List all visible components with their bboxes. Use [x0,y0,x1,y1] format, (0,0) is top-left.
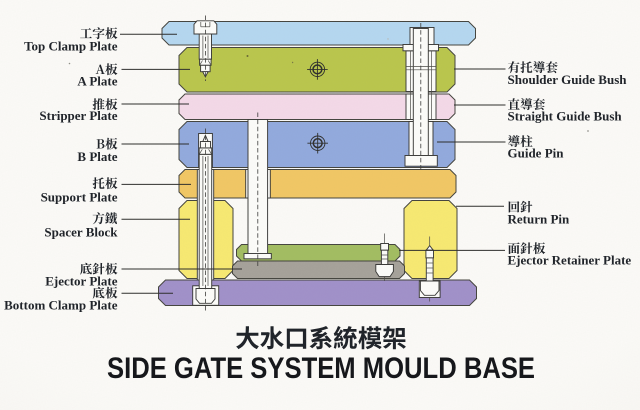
mould-base-diagram: Top Clamp Plate A Plate Stripper Plate B… [0,0,640,410]
scan-grain-overlay [0,0,640,410]
scanned-diagram-page: Top Clamp Plate A Plate Stripper Plate B… [0,0,640,410]
